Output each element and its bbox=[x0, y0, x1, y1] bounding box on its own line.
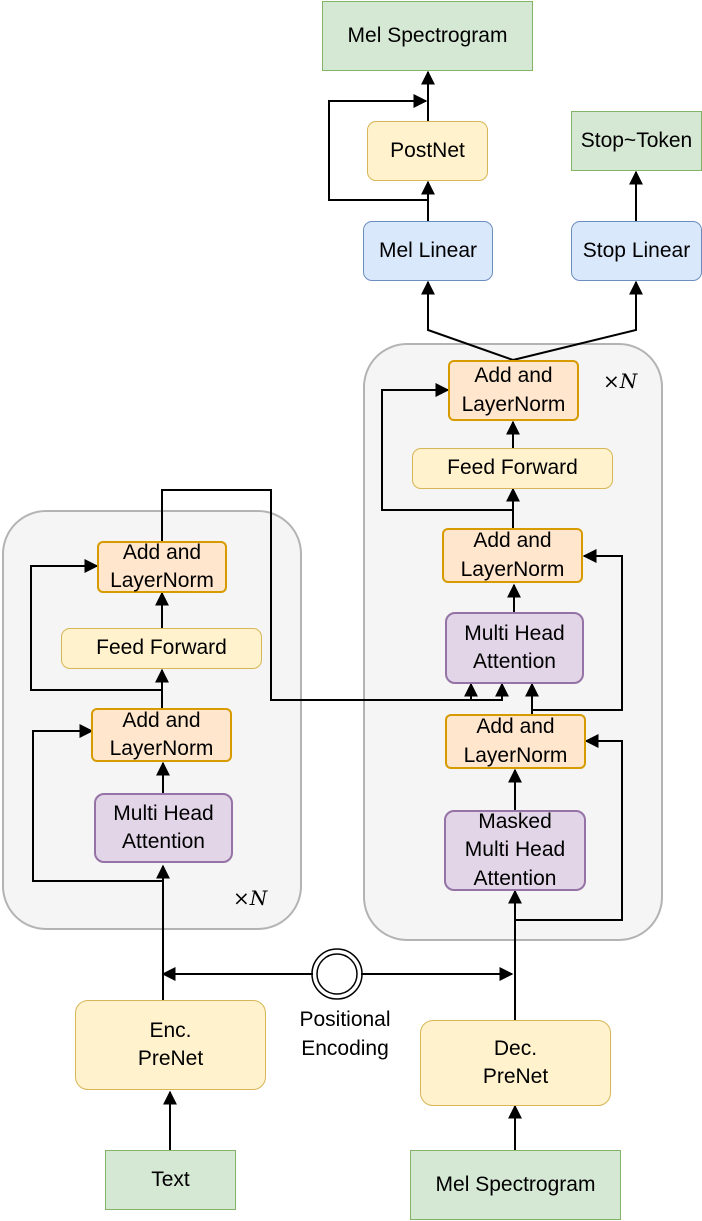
positional-encoding-icon bbox=[311, 948, 363, 1000]
edge-dec-residual-1 bbox=[515, 734, 623, 921]
edge-dec-to-mel-linear bbox=[421, 280, 514, 361]
enc-add-norm-top: Add and LayerNorm bbox=[97, 541, 227, 593]
edge-dec-residual-3 bbox=[381, 383, 513, 511]
dec-multi-head-attention: Multi Head Attention bbox=[445, 612, 584, 684]
stop-token-output: Stop~Token bbox=[571, 111, 702, 171]
enc-feed-forward: Feed Forward bbox=[61, 628, 262, 669]
enc-multi-head-attention: Multi Head Attention bbox=[94, 793, 233, 863]
dec-add-norm-top: Add and LayerNorm bbox=[448, 360, 579, 421]
enc-add-norm-bottom: Add and LayerNorm bbox=[91, 708, 232, 762]
mel-spectrogram-input: Mel Spectrogram bbox=[410, 1150, 621, 1220]
dec-add-norm-bottom: Add and LayerNorm bbox=[445, 714, 586, 769]
dec-masked-multi-head-attention: Masked Multi Head Attention bbox=[444, 810, 586, 891]
text-input: Text bbox=[105, 1150, 236, 1210]
mel-linear: Mel Linear bbox=[363, 221, 493, 281]
edge-enc-residual-2 bbox=[30, 559, 162, 691]
dec-repeat-label: ×N bbox=[603, 369, 638, 393]
edge-enc-residual-1 bbox=[32, 724, 163, 882]
stop-linear: Stop Linear bbox=[571, 221, 702, 281]
edge-postnet-residual bbox=[328, 94, 428, 201]
edge-dec-residual-2 bbox=[532, 549, 623, 711]
postnet: PostNet bbox=[367, 121, 488, 181]
enc-prenet: Enc. PreNet bbox=[75, 1000, 266, 1090]
dec-add-norm-mid: Add and LayerNorm bbox=[442, 528, 583, 583]
dec-prenet: Dec. PreNet bbox=[420, 1020, 611, 1106]
enc-repeat-label: ×N bbox=[233, 886, 268, 910]
mel-spectrogram-output: Mel Spectrogram bbox=[322, 1, 533, 71]
edge-enc-output-to-dec-attention bbox=[161, 489, 509, 701]
positional-encoding-label: Positional Encoding bbox=[299, 1008, 391, 1060]
dec-feed-forward: Feed Forward bbox=[412, 448, 613, 489]
edge-dec-to-stop-linear bbox=[512, 280, 643, 361]
